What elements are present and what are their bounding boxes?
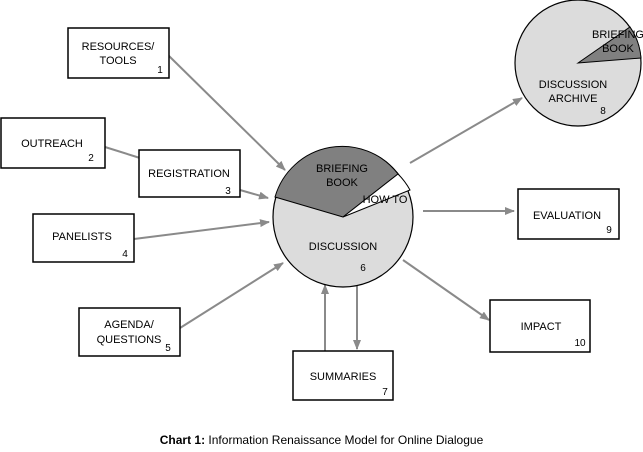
box-resources-tools: RESOURCES/ TOOLS 1 [67, 27, 170, 79]
resources-label-2: TOOLS [99, 55, 136, 67]
outreach-number: 2 [88, 153, 94, 164]
summaries-number: 7 [382, 387, 388, 398]
figure-caption: Chart 1: Information Renaissance Model f… [0, 433, 643, 447]
evaluation-number: 9 [606, 225, 612, 236]
line-outreach-to-registration [104, 146, 141, 159]
arrow-registration-to-discussion [239, 189, 269, 200]
archive-discussion-label-1: DISCUSSION [539, 79, 608, 91]
box-evaluation: EVALUATION 9 [517, 188, 620, 240]
arrow-discussion-to-archive [409, 97, 523, 164]
archive-discussion-label-2: ARCHIVE [549, 93, 598, 105]
registration-label: REGISTRATION [148, 168, 230, 180]
arrow-panelists-to-discussion [133, 219, 270, 240]
summaries-label: SUMMARIES [310, 371, 377, 383]
registration-number: 3 [225, 186, 231, 197]
discussion-howto-label: HOW TO [363, 194, 408, 206]
box-impact: IMPACT 10 [489, 299, 591, 353]
impact-number: 10 [574, 338, 586, 349]
arrow-resources-to-discussion [167, 54, 286, 171]
agenda-number: 5 [165, 343, 171, 354]
pie-slice-briefing-book [274, 145, 399, 218]
archive-briefing-label-1: BRIEFING [592, 29, 643, 41]
archive-slice-briefing-book [576, 26, 642, 64]
panelists-label: PANELISTS [52, 231, 112, 243]
arrow-agenda-to-discussion [179, 262, 284, 329]
caption-bold: Chart 1: [159, 433, 206, 447]
box-registration: REGISTRATION 3 [138, 149, 241, 198]
pie-slice-how-to [342, 173, 411, 218]
outreach-label: OUTREACH [21, 138, 83, 150]
evaluation-label: EVALUATION [533, 210, 601, 222]
panelists-number: 4 [122, 249, 128, 260]
connectors [104, 54, 523, 351]
box-summaries: SUMMARIES 7 [292, 350, 394, 401]
arrow-discussion-to-impact [402, 259, 490, 321]
archive-pie: BRIEFING BOOK DISCUSSION ARCHIVE 8 [514, 0, 643, 127]
archive-briefing-label-2: BOOK [602, 43, 634, 55]
caption-text: Information Renaissance Model for Online… [205, 433, 484, 447]
archive-number: 8 [600, 106, 606, 117]
resources-label-1: RESOURCES/ [82, 41, 156, 53]
agenda-label-2: QUESTIONS [97, 334, 162, 346]
discussion-number: 6 [360, 263, 366, 274]
box-panelists: PANELISTS 4 [32, 213, 135, 263]
discussion-briefing-label-2: BOOK [326, 177, 358, 189]
agenda-label-1: AGENDA/ [104, 319, 154, 331]
diagram-canvas: BRIEFING BOOK HOW TO DISCUSSION 6 BRIEFI… [0, 0, 643, 401]
resources-number: 1 [157, 65, 163, 76]
discussion-briefing-label-1: BRIEFING [316, 163, 368, 175]
box-outreach: OUTREACH 2 [0, 117, 106, 169]
impact-label: IMPACT [521, 321, 562, 333]
discussion-label: DISCUSSION [309, 241, 378, 253]
discussion-pie: BRIEFING BOOK HOW TO DISCUSSION 6 [272, 145, 414, 288]
box-agenda-questions: AGENDA/ QUESTIONS 5 [78, 307, 181, 357]
